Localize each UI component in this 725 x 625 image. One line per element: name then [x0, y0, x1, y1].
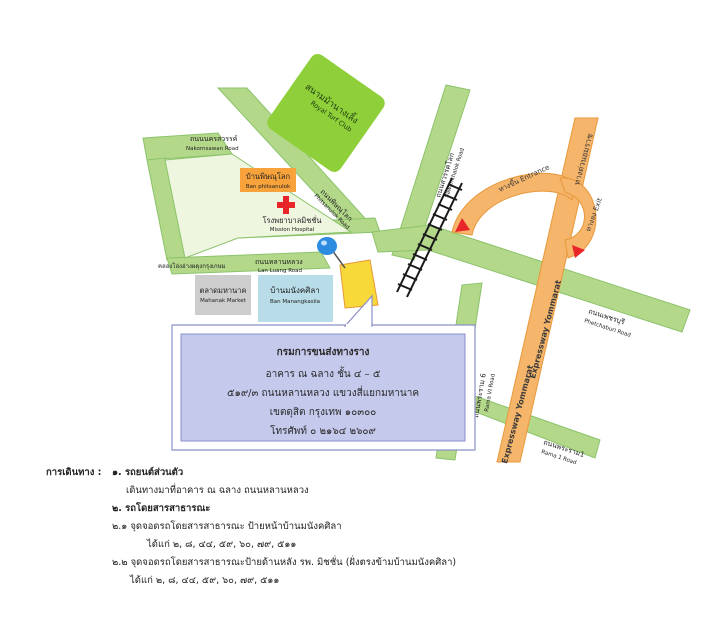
ban-phitsanulok-en: Ban phitsanulok	[246, 184, 291, 190]
directions-section: การเดินทาง : ๑. รถยนต์ส่วนตัว เดินทางมาท…	[0, 458, 725, 618]
hospital-name-en: Mission Hospital	[270, 227, 315, 233]
market-name-th: ตลาดมหานาค	[199, 286, 246, 295]
red-cross-icon	[277, 196, 295, 214]
manangkasila-name-en: Ban Manangkasila	[270, 299, 320, 305]
nakornsawan-label-en: Nakornsawan Road	[186, 146, 239, 152]
directions-item2-title: ๒. รถโดยสารสาธารณะ	[112, 503, 211, 514]
directions-item2-1: ๒.๑ จุดจอดรถโดยสารสาธารณะ ป้ายหน้าบ้านมน…	[112, 521, 342, 532]
address-line-3: เขตดุสิต กรุงเทพ ๑๐๓๐๐	[270, 407, 377, 418]
lanluang-label-en: Lan Luang Road	[258, 268, 302, 274]
ban-phitsanulok: บ้านพิษณุโลก Ban phitsanulok	[240, 168, 296, 192]
ban-phitsanulok-th: บ้านพิษณุโลก	[246, 172, 290, 181]
market-name-en: Mahanak Market	[200, 298, 247, 304]
entrance-arrow-icon	[455, 218, 470, 232]
ban-manangkasila: บ้านมนังคศิลา Ban Manangkasila	[258, 275, 333, 322]
khlong-label: คลองโอ่งอ่างผดุงกรุงเกษม	[158, 262, 226, 270]
address-callout: กรมการขนส่งทางราง อาคาร ณ ฉลาง ชั้น ๔ – …	[171, 294, 476, 451]
directions-item2-1-lines: ได้แก่ ๒, ๘, ๔๔, ๕๙, ๖๐, ๗๙, ๕๑๑	[147, 539, 297, 550]
address-line-4: โทรศัพท์ ๐ ๒๑๖๔ ๒๖๐๙	[270, 424, 376, 437]
directions-item2-2: ๒.๒ จุดจอดรถโดยสารสาธารณะป้ายด้านหลัง รพ…	[112, 557, 457, 568]
nakornsawan-label-th: ถนนนครสวรรค์	[190, 135, 238, 143]
railway-track-icon	[396, 177, 463, 298]
lanluang-label-th: ถนนหลานหลวง	[255, 258, 303, 266]
hospital-block	[164, 153, 353, 259]
directions-item1-text: เดินทางมาที่อาคาร ณ ฉลาง ถนนหลานหลวง	[126, 485, 309, 496]
royal-turf-club: สนามม้านางเลิ้ง Royal Turf Club	[267, 54, 385, 172]
hospital-name-th: โรงพยาบาลมิชชั่น	[262, 215, 321, 225]
expressway	[451, 117, 599, 463]
directions-item1-title: ๑. รถยนต์ส่วนตัว	[112, 467, 184, 478]
mahanak-market: ตลาดมหานาค Mahanak Market	[195, 275, 251, 315]
address-title: กรมการขนส่งทางราง	[277, 346, 370, 358]
address-line-2: ๕๑๙/๓ ถนนหลานหลวง แขวงสี่แยกมหานาค	[227, 385, 419, 399]
target-building	[339, 259, 379, 309]
manangkasila-name-th: บ้านมนังคศิลา	[270, 286, 320, 295]
directions-heading: การเดินทาง :	[46, 467, 102, 478]
address-line-1: อาคาร ณ ฉลาง ชั้น ๔ – ๕	[266, 366, 381, 380]
map-pin-icon	[317, 237, 346, 269]
exit-arrow-icon	[572, 245, 585, 258]
location-map: สนามม้านางเลิ้ง Royal Turf Club Expressw…	[142, 54, 691, 466]
directions-item2-2-lines: ได้แก่ ๒, ๘, ๔๔, ๕๙, ๖๐, ๗๙, ๕๑๑	[130, 575, 280, 586]
